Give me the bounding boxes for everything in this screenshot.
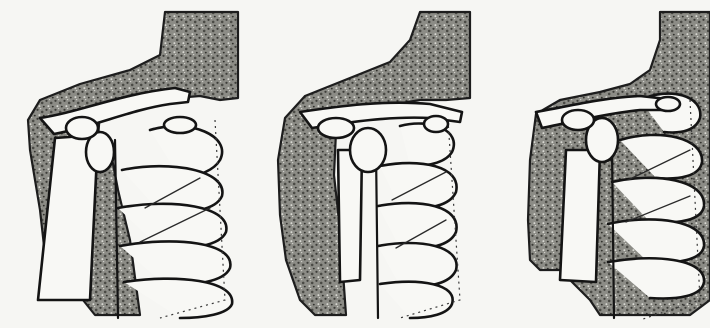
panel-2-rib-4	[378, 243, 457, 286]
panel-3-rib-head	[656, 97, 680, 111]
panel-1-acromion	[66, 117, 98, 139]
panel-2-rib-3	[378, 203, 457, 248]
panel-3-humerus	[560, 150, 600, 282]
panel-3	[528, 12, 710, 320]
panel-2-humeral-head	[350, 128, 386, 172]
panel-2-acromion	[318, 118, 354, 138]
panel-2-rib-head	[424, 116, 448, 132]
panel-1	[28, 12, 238, 318]
panel-2	[278, 12, 470, 318]
panel-3-acromion	[562, 110, 594, 130]
panel-1-rib-head	[164, 117, 196, 133]
panel-2-rib-5	[380, 282, 453, 318]
panel-2-sternum	[376, 150, 378, 318]
